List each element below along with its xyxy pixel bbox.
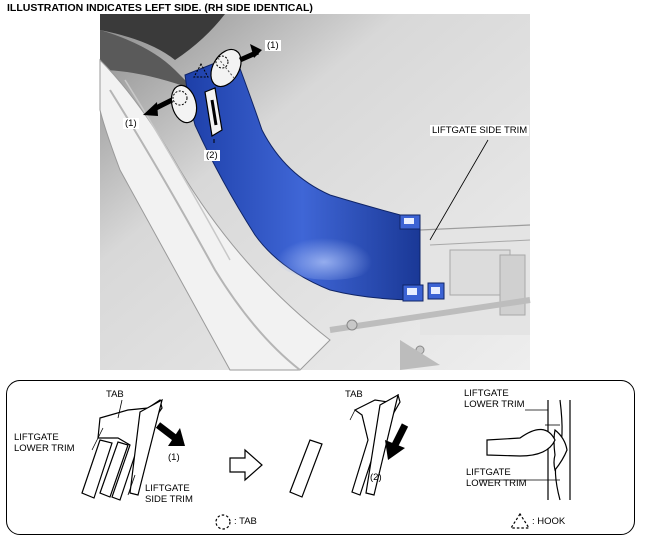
legend-tab-icon xyxy=(215,514,231,530)
clip-upper-left xyxy=(170,84,198,124)
callout-1-left: (1) xyxy=(123,118,139,129)
callout-1-top: (1) xyxy=(265,40,281,51)
clip-upper-right xyxy=(210,48,242,88)
part-label-side-trim: LIFTGATE SIDE TRIM xyxy=(430,125,530,136)
callout-2: (2) xyxy=(204,150,220,161)
step1-callout: (1) xyxy=(168,452,180,463)
section-view xyxy=(480,399,571,501)
legend-hook-text: : HOOK xyxy=(532,516,566,527)
step1-tab-label: TAB xyxy=(106,389,124,400)
arrow-left xyxy=(143,97,174,116)
step2-callout: (2) xyxy=(370,472,382,483)
legend-tab-text: : TAB xyxy=(234,516,257,527)
header-note: ILLUSTRATION INDICATES LEFT SIDE. (RH SI… xyxy=(4,2,316,14)
section-lower-label: LIFTGATE LOWER TRIM xyxy=(466,467,527,489)
hook-triangle-main xyxy=(193,62,209,78)
step1-arrow xyxy=(155,422,185,446)
detail-panel xyxy=(6,380,635,535)
step1-lower-trim-label: LIFTGATE LOWER TRIM xyxy=(14,432,75,454)
side-trim-leader xyxy=(429,139,489,241)
clip-lower-tab xyxy=(204,87,223,137)
arrow-up-right xyxy=(238,44,262,63)
step2-arrow xyxy=(385,423,409,460)
step1-side-trim-label: LIFTGATE SIDE TRIM xyxy=(145,483,193,505)
section-upper-label: LIFTGATE LOWER TRIM xyxy=(464,388,525,410)
transition-arrow xyxy=(229,448,263,482)
step2-tab-label: TAB xyxy=(345,389,363,400)
legend-hook-icon xyxy=(509,512,531,529)
step1-drawing xyxy=(81,398,163,501)
step2-drawing xyxy=(289,393,401,498)
liftgate-side-trim xyxy=(184,54,445,302)
liftgate-background xyxy=(99,14,531,371)
